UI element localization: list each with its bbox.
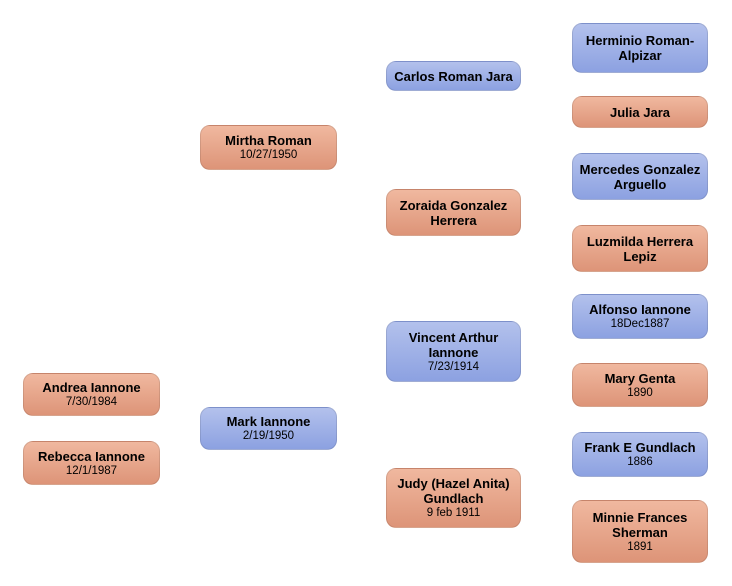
person-birthdate: 12/1/1987 <box>65 464 118 477</box>
person-birthdate: 1891 <box>627 540 653 553</box>
person-birthdate: 9 feb 1911 <box>426 507 481 519</box>
person-name: Mercedes Gonzalez Arguello <box>579 161 701 192</box>
person-name: Mary Genta <box>604 370 676 386</box>
person-birthdate: 7/30/1984 <box>65 396 118 408</box>
person-name: Zoraida Gonzalez Herrera <box>399 197 508 228</box>
person-name: Luzmilda Herrera Lepiz <box>586 233 694 264</box>
person-birthdate: 1890 <box>627 386 653 399</box>
person-node-herminio[interactable]: Herminio Roman-Alpizar <box>572 23 708 73</box>
person-node-andrea[interactable]: Andrea Iannone 7/30/1984 <box>23 373 160 416</box>
person-name: Julia Jara <box>610 104 670 120</box>
person-birthdate: 1886 <box>627 456 653 468</box>
person-name: Andrea Iannone <box>42 380 141 395</box>
person-node-mark[interactable]: Mark Iannone 2/19/1950 <box>200 407 337 450</box>
person-name: Vincent Arthur Iannone <box>408 329 499 360</box>
person-birthdate: 10/27/1950 <box>239 149 298 161</box>
person-birthdate: 18Dec1887 <box>610 318 670 330</box>
person-node-mirtha[interactable]: Mirtha Roman 10/27/1950 <box>200 125 337 170</box>
person-name: Rebecca Iannone <box>38 448 145 464</box>
person-node-carlos[interactable]: Carlos Roman Jara <box>386 61 521 91</box>
person-name: Alfonso Iannone <box>589 302 691 317</box>
person-name: Judy (Hazel Anita) Gundlach <box>397 476 510 506</box>
person-name: Herminio Roman-Alpizar <box>585 33 695 63</box>
person-birthdate: 7/23/1914 <box>427 360 480 373</box>
person-node-julia[interactable]: Julia Jara <box>572 96 708 128</box>
person-node-mary[interactable]: Mary Genta 1890 <box>572 363 708 407</box>
person-name: Minnie Frances Sherman <box>592 509 688 540</box>
person-birthdate: 2/19/1950 <box>242 430 295 442</box>
person-node-vincent[interactable]: Vincent Arthur Iannone 7/23/1914 <box>386 321 521 382</box>
person-node-minnie[interactable]: Minnie Frances Sherman 1891 <box>572 500 708 563</box>
person-name: Mark Iannone <box>226 414 311 429</box>
person-name: Carlos Roman Jara <box>394 68 513 84</box>
person-node-alfonso[interactable]: Alfonso Iannone 18Dec1887 <box>572 294 708 339</box>
person-name: Frank E Gundlach <box>584 440 696 455</box>
person-node-rebecca[interactable]: Rebecca Iannone 12/1/1987 <box>23 441 160 485</box>
person-node-judy[interactable]: Judy (Hazel Anita) Gundlach 9 feb 1911 <box>386 468 521 528</box>
person-node-luzmilda[interactable]: Luzmilda Herrera Lepiz <box>572 225 708 272</box>
person-name: Mirtha Roman <box>225 133 312 148</box>
person-node-frank[interactable]: Frank E Gundlach 1886 <box>572 432 708 477</box>
person-node-zoraida[interactable]: Zoraida Gonzalez Herrera <box>386 189 521 236</box>
person-node-mercedes[interactable]: Mercedes Gonzalez Arguello <box>572 153 708 200</box>
